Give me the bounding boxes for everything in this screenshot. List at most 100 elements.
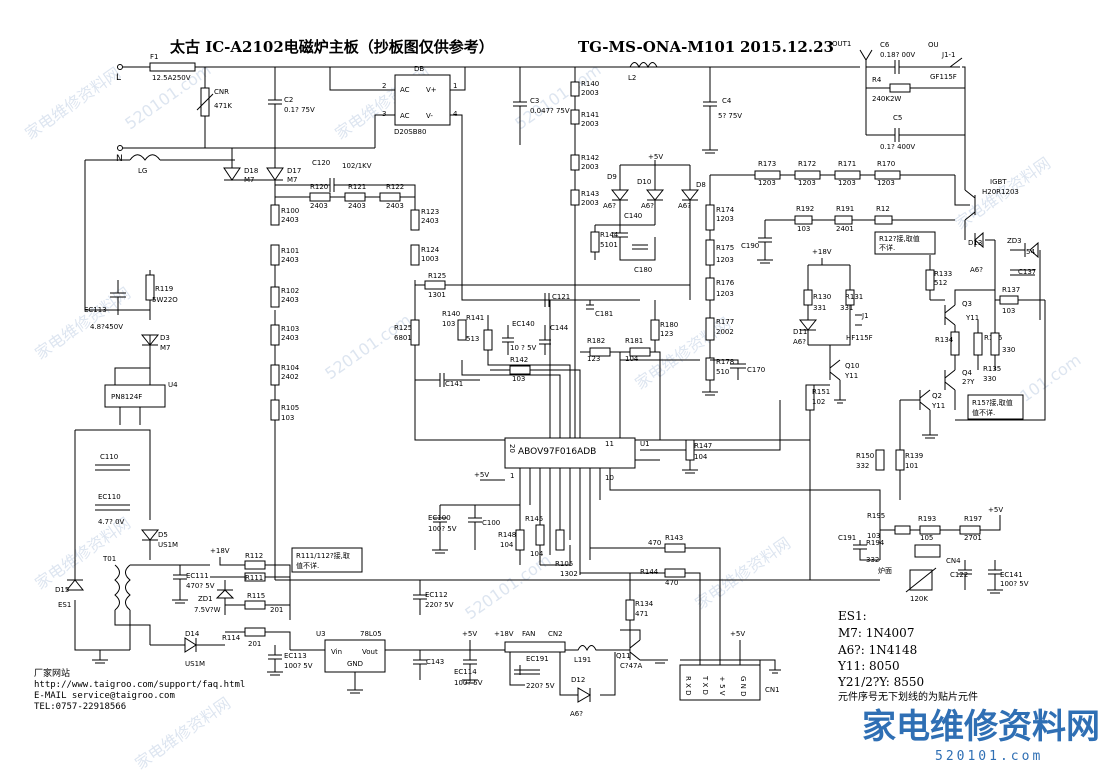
capacitor-ec114 [462,650,478,684]
capacitor-c190 [757,220,773,264]
label-cn1: CN1 [765,686,780,694]
value-ec113: 4.8?450V [90,323,123,331]
capacitor-c6 [865,60,960,135]
label-c190: C190 [741,242,759,250]
capacitor-c170 [710,359,746,380]
resistor-r125 [424,280,446,290]
label-zd3: ZD3 [1007,237,1022,245]
resistor-r144 [590,231,600,253]
value-r178: 510 [716,368,729,376]
capacitor-c137 [994,240,1041,320]
value-r125: 1301 [428,291,446,299]
resistor-r143b [664,543,686,553]
capacitor-c4 [702,67,718,154]
part-db: D20SB80 [394,128,426,136]
mcu-right-pins [635,400,781,465]
output-section: OUT1 C6 0.18? 00V OU J1-1 GF115F R4 240K… [832,40,966,151]
gate-driver: R133 512 Q3 Y11 R134 R136 330 R135 330 Q… [899,255,1046,500]
voltage-divider-left: R100 2403 R101 2403 R102 2403 R103 2403 … [270,204,300,580]
label-v-minus: V- [426,112,433,120]
capacitor-ec141 [987,560,1003,594]
value-r174: 1203 [716,215,734,223]
label-n: N [116,154,123,164]
cn1-wires [680,640,781,690]
label-r125b: R125 [394,324,412,332]
legend-note: 元件序号无下划线的为贴片元件 [838,690,978,703]
value-r120: 2403 [310,202,328,210]
value-c4: 5? 75V [718,112,742,120]
footer-site: 厂家网站 [34,667,70,679]
resistor-r121 [344,192,366,202]
value-c3: 0.047? 75V [530,107,570,115]
part-u1: ABOV97F016ADB [518,447,596,457]
footer-contact: 厂家网站 http://www.taigroo.com/support/faq.… [34,667,245,712]
mark-q11: C?47A [620,662,643,670]
label-d10: D10 [637,178,651,186]
value-r171: 1203 [838,179,856,187]
label-c140: C140 [624,212,642,220]
label-q2: Q2 [932,392,942,400]
label-hf115f: HF115F [846,334,873,342]
label-r131: R131 [845,293,863,301]
value-r173: 1203 [758,179,776,187]
value-r180: 123 [660,330,673,338]
mark-d3: M7 [160,344,171,352]
ic-u4 [104,384,166,408]
legend-line: Y11: 8050 [837,659,900,673]
wire-u4-pins [114,365,151,425]
capacitor-ec113 [110,280,126,315]
label-c121: C121 [552,293,570,301]
label-ec191: EC191 [526,655,549,663]
note-r15 [967,394,1024,420]
model-number: TG-MS-ONA-M101 [578,38,735,56]
resistor-r142b [509,365,531,375]
label-r101: R101 [281,247,299,255]
label-r143b: R143 [665,534,683,542]
value-r141: 2003 [581,120,599,128]
note-r15-line1: R15?接,取值 [972,398,1013,407]
mcu-body [504,437,636,469]
value-r121: 2403 [348,202,366,210]
bridge-box [394,74,451,126]
pin-vout: Vout [362,648,378,656]
pin-11: 11 [605,440,614,448]
resistor-r105b [555,529,565,551]
transformer-t01 [114,564,131,611]
label-out1: OUT1 [832,40,851,48]
value-r144c: 470 [665,579,678,587]
pin-1: 1 [453,82,457,90]
label-r145: R145 [525,515,543,523]
diode-d15 [65,579,85,591]
wire-r136-r135 [977,320,996,370]
igbt: IGBT H20R1203 D13 A6? ZD3 54 C137 R137 1… [954,140,1045,320]
value-r100: 2403 [281,216,299,224]
diode-d5 [140,529,160,560]
pin-3: 3 [382,110,386,118]
wire-r144c [580,572,701,690]
label-ec114: EC114 [454,668,477,676]
value-r134b: 471 [635,610,648,618]
resistor-r193 [919,525,941,535]
label-r103: R103 [281,325,299,333]
terminal-l [117,64,123,70]
resistor-r140b [457,319,467,341]
label-r139: R139 [905,452,923,460]
label-r144: R144 [600,231,619,239]
value-ec113b: 100? 5V [284,662,313,670]
label-r170: R170 [877,160,895,168]
label-lg: LG [138,167,147,175]
label-ec140: EC140 [512,320,535,328]
label-l191: L191 [574,656,591,664]
part-u4: PN8124F [111,393,142,401]
label-r102: R102 [281,287,299,295]
mark-d5: US1M [158,541,178,549]
label-j1-1: J1-1 [941,51,956,59]
diode-d8 [680,165,700,300]
resistor-r122 [379,192,401,202]
watermark-text: 家电维修资料网 [691,533,794,613]
value-r191: 2401 [836,225,854,233]
label-r134: R134 [935,336,954,344]
logo-url: 520101.com [935,749,1043,764]
value-r101: 2403 [281,256,299,264]
label-r124: R124 [421,246,440,254]
